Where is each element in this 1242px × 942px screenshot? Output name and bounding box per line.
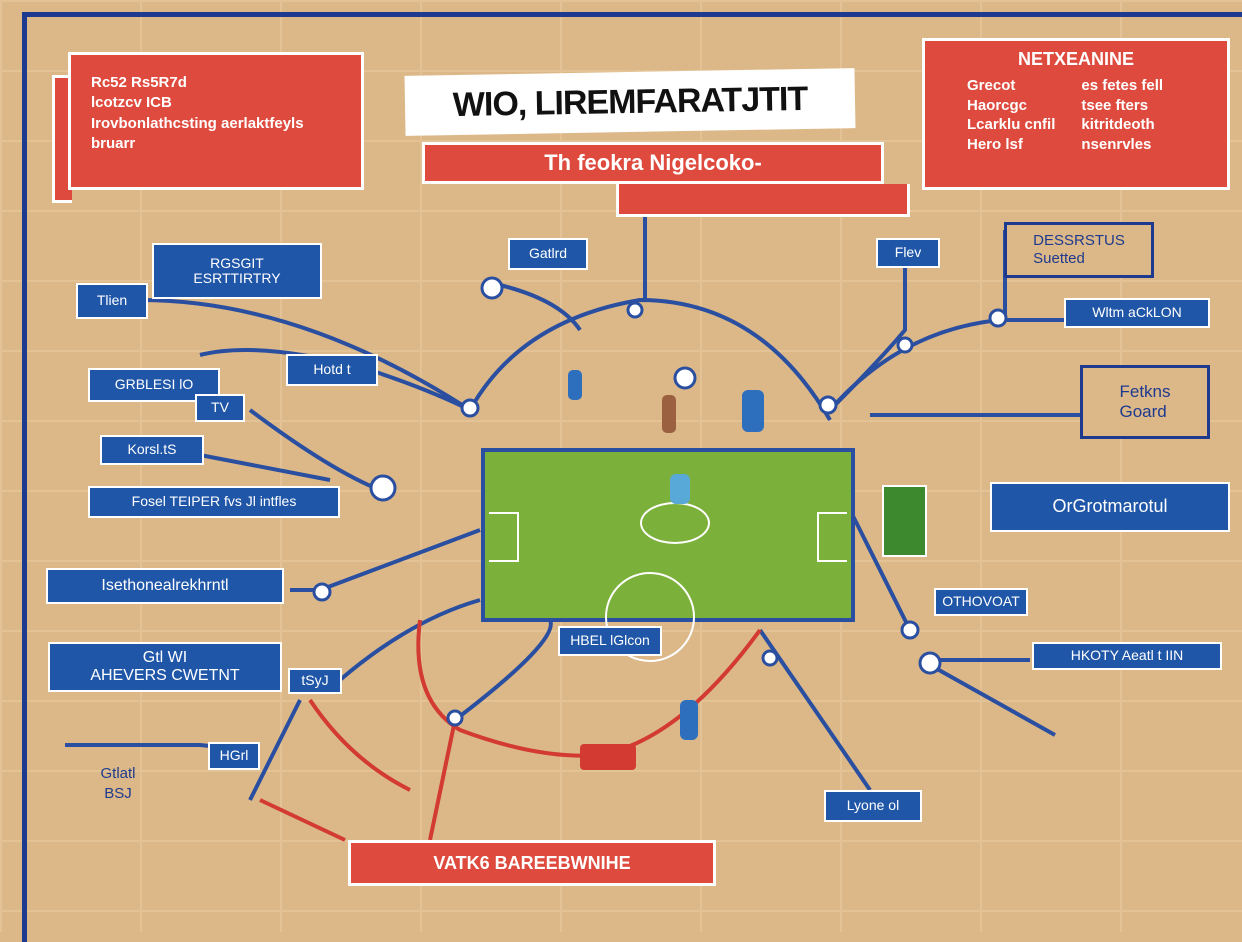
player-icon	[670, 474, 690, 504]
label-hkoty: HKOTY Aeatl t IIN	[1032, 642, 1222, 670]
label-flev: Flev	[876, 238, 940, 268]
label-othovoat: OTHOVOAT	[934, 588, 1028, 616]
info-item: Lcarklu cnfil	[967, 116, 1056, 133]
info-item: Haorcgc	[967, 96, 1028, 114]
player-icon	[742, 390, 764, 432]
info-line: Irovbonlathcsting aerlaktfeyls	[91, 114, 304, 132]
label-tlien: Tlien	[76, 283, 148, 319]
soccer-pitch	[481, 448, 855, 662]
label-hgrl: HGrl	[208, 742, 260, 770]
label-wltm: Wltm aCkLON	[1064, 298, 1210, 328]
label-gtlatl: Gtlatl BSJ	[100, 765, 136, 802]
label-dessrstus: DESSRSTUS Suetted	[1004, 222, 1154, 278]
info-line: lcotzcv ICB	[91, 94, 172, 112]
info-item: tsee fters	[1081, 96, 1149, 114]
label-tsyj: tSyJ	[288, 668, 342, 694]
player-ring	[640, 502, 710, 544]
label-orgrot: OrGrotmarotul	[990, 482, 1230, 532]
player-icon	[680, 700, 698, 740]
red-tab-decoration	[52, 75, 72, 203]
info-item: Grecot	[967, 77, 1016, 94]
penalty-box-left	[489, 512, 519, 562]
penalty-box-right	[817, 512, 847, 562]
bottom-red-label: VATK6 BAREEBWNIHE	[348, 840, 716, 886]
label-ahevers: Gtl WI AHEVERS CWETNT	[48, 642, 282, 692]
subtitle-tab	[616, 184, 910, 217]
label-hotd: Hotd t	[286, 354, 378, 386]
center-circle	[605, 572, 695, 662]
label-lyone: Lyone ol	[824, 790, 922, 822]
info-item: nsenrvles	[1081, 135, 1152, 153]
frame-border	[22, 12, 1242, 942]
page-title: WIO, LIREMFARATJTIT	[452, 79, 808, 124]
player-icon	[662, 395, 676, 433]
label-fosel: Fosel TEIPER fvs Jl intfles	[88, 486, 340, 518]
info-item: Hero lsf	[967, 135, 1023, 153]
label-hbel: HBEL lGlcon	[558, 626, 662, 656]
subtitle-bar: Th feokra Nigelcoko-	[422, 142, 884, 184]
red-marker	[580, 744, 636, 770]
info-line: bruarr	[91, 134, 136, 152]
label-tv: TV	[195, 394, 245, 422]
goal-icon	[882, 485, 927, 557]
info-item: es fetes fell	[1081, 77, 1164, 94]
subtitle: Th feokra Nigelcoko-	[544, 150, 762, 175]
info-box-top-right: NETXEANINE Grecot Haorcgc Lcarklu cnfil …	[922, 38, 1230, 190]
label-isethone: Isethonealrekhrntl	[46, 568, 284, 604]
label-korsl: Korsl.tS	[100, 435, 204, 465]
label-rgsgit: RGSGIT ESRTTIRTRY	[152, 243, 322, 299]
label-gatlrd: Gatlrd	[508, 238, 588, 270]
info-heading: NETXEANINE	[1017, 49, 1134, 69]
title-banner: WIO, LIREMFARATJTIT	[404, 68, 856, 136]
player-icon	[568, 370, 582, 400]
info-line: Rc52 Rs5R7d	[91, 74, 187, 91]
label-fetkns: Fetkns Goard	[1080, 365, 1210, 439]
info-item: kitritdeoth	[1081, 116, 1155, 133]
info-box-top-left: Rc52 Rs5R7d lcotzcv ICB Irovbonlathcstin…	[68, 52, 364, 190]
